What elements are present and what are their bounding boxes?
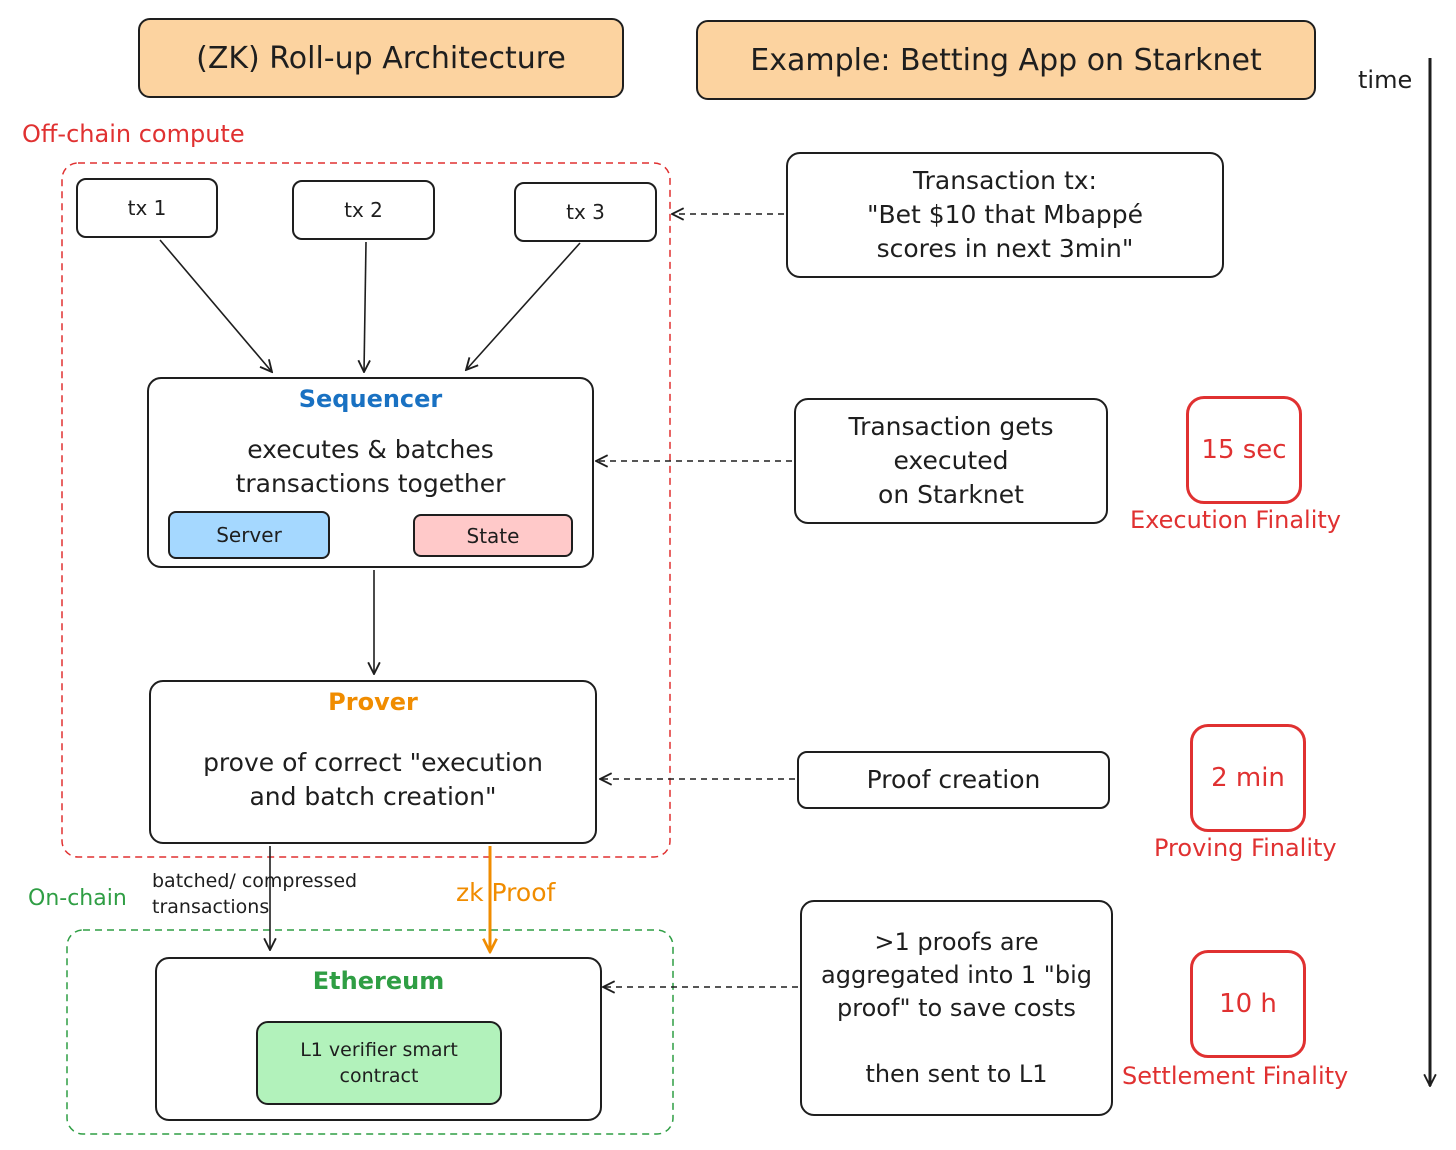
executed-note: Transaction gets executed on Starknet [794,398,1108,524]
transaction-note: Transaction tx: "Bet $10 that Mbappé sco… [786,152,1224,278]
transaction-note-text: Transaction tx: "Bet $10 that Mbappé sco… [866,166,1144,263]
example-title: Example: Betting App on Starknet [696,20,1316,100]
tx-box-3: tx 3 [514,182,657,242]
executed-note-text: Transaction gets executed on Starknet [848,412,1054,509]
batched-label: batched/ compressed transactions [152,870,358,918]
onchain-region [66,929,674,1135]
settlement-finality-box: 10 h [1190,950,1306,1058]
tx-box-2: tx 2 [292,180,435,240]
aggregate-note-text: >1 proofs are aggregated into 1 "big pro… [821,927,1092,1088]
l1-verifier-label: L1 verifier smart contract [300,1039,458,1087]
server-box: Server [168,511,330,559]
proving-finality-time: 2 min [1211,763,1285,793]
proving-finality-box: 2 min [1190,724,1306,832]
prover-title: Prover [328,688,418,716]
proving-finality-label: Proving Finality [1154,834,1337,862]
offchain-label: Off-chain compute [22,120,245,148]
execution-finality-box: 15 sec [1186,396,1302,504]
execution-finality-label: Execution Finality [1130,506,1341,534]
tx-label: tx 3 [566,200,605,224]
tx-box-1: tx 1 [76,178,218,238]
tx3-arrow [466,242,581,370]
architecture-title: (ZK) Roll-up Architecture [138,18,624,98]
zkproof-label: zk Proof [456,878,556,907]
tx-label: tx 1 [127,196,167,220]
execution-finality-time: 15 sec [1201,435,1287,465]
sequencer-title: Sequencer [298,385,443,413]
tx-label: tx 2 [344,198,383,222]
server-label: Server [216,523,282,547]
proof-creation-note-text: Proof creation [866,765,1041,794]
sequencer-description: executes & batches transactions together [235,435,506,498]
settlement-finality-label: Settlement Finality [1122,1062,1349,1090]
proof-creation-note: Proof creation [797,751,1110,809]
prover-box: Prover prove of correct "execution and b… [149,680,597,844]
onchain-label: On-chain [28,886,127,911]
ethereum-title: Ethereum [312,967,445,995]
offchain-region [61,162,671,858]
state-label: State [466,523,520,548]
settlement-finality-time: 10 h [1219,989,1277,1019]
architecture-title-text: (ZK) Roll-up Architecture [196,40,566,76]
aggregate-note: >1 proofs are aggregated into 1 "big pro… [800,900,1113,1116]
prover-description: prove of correct "execution and batch cr… [203,748,543,811]
state-box: State [413,514,573,557]
time-label: time [1358,66,1413,94]
example-title-text: Example: Betting App on Starknet [750,42,1262,78]
tx2-arrow [364,241,366,372]
l1-verifier-box: L1 verifier smart contract [256,1021,502,1105]
tx1-arrow [159,239,272,372]
